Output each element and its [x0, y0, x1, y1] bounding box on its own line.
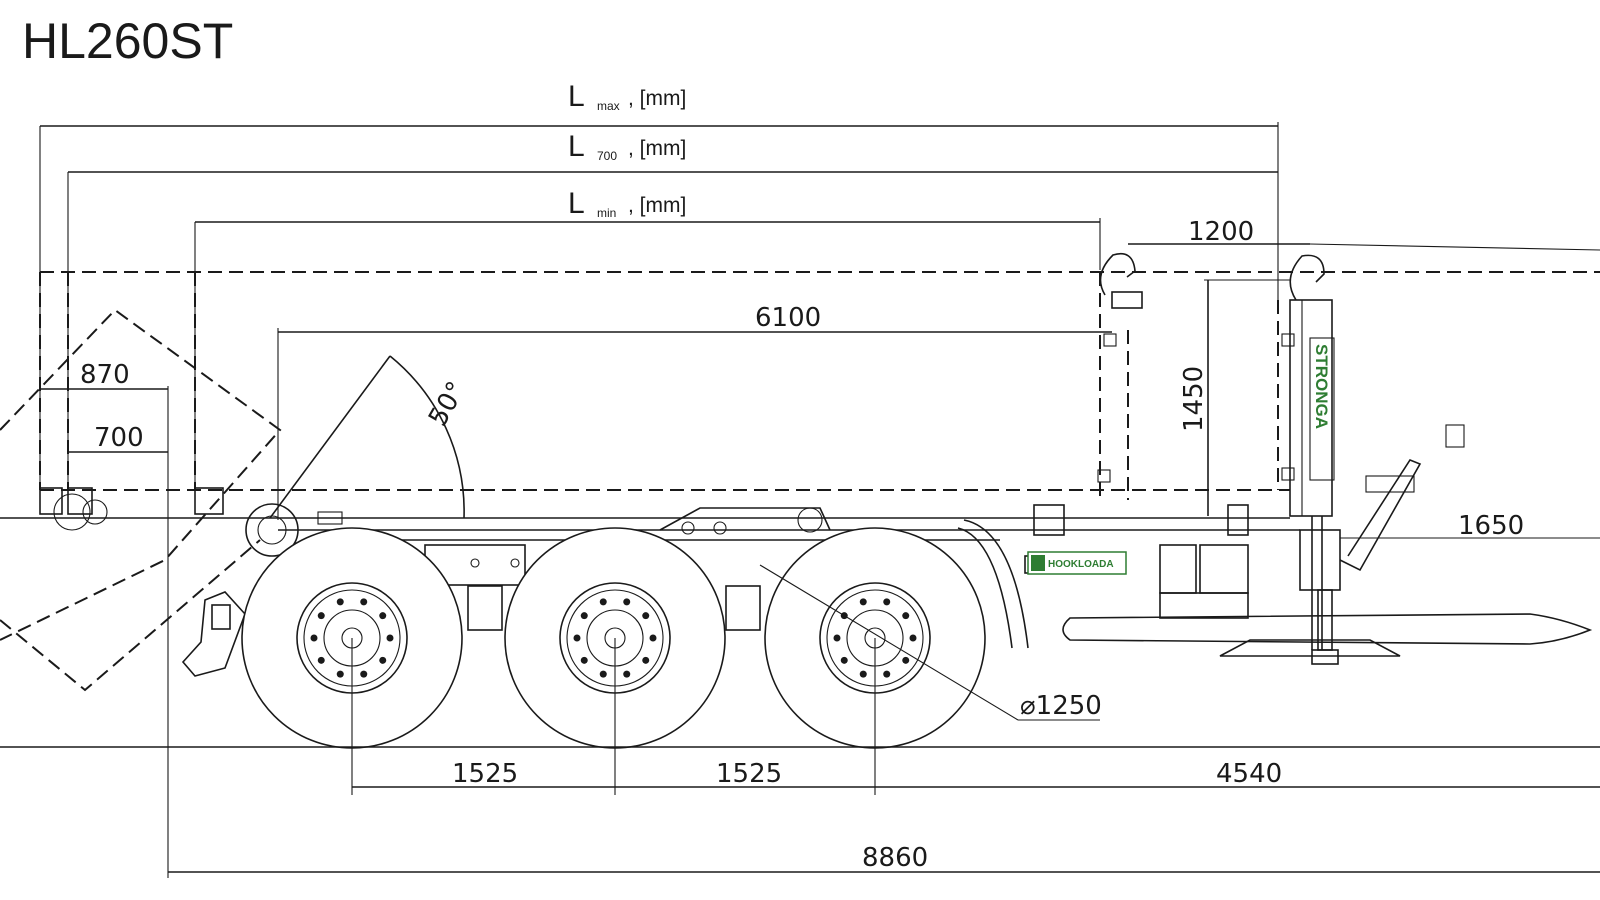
wheel-stud: [379, 656, 387, 664]
dim-1200: 1200: [1188, 217, 1254, 247]
wheel-stud: [642, 612, 650, 620]
wheel-stud: [379, 612, 387, 620]
wheel-stud: [883, 598, 891, 606]
svg-text:, [mm]: , [mm]: [628, 137, 686, 160]
wheel-stud: [360, 598, 368, 606]
dim-870: 870: [80, 360, 130, 390]
wheel-stud: [642, 656, 650, 664]
dim-1450: 1450: [1179, 366, 1209, 432]
wheel-stud: [336, 598, 344, 606]
wheel-stud: [833, 634, 841, 642]
wheel-stud: [599, 598, 607, 606]
angle-50: 50°: [423, 377, 472, 432]
dim-1650-group: 1650: [1340, 511, 1600, 541]
wheel-stud: [580, 612, 588, 620]
wheel-stud: [909, 634, 917, 642]
wheel-stud: [310, 634, 318, 642]
svg-text:700: 700: [597, 149, 617, 163]
dim-700: 700: [94, 423, 144, 453]
svg-text:max: max: [597, 99, 620, 113]
container-outlines: [0, 271, 1600, 692]
hook-mast: STRONGA: [1289, 299, 1335, 650]
wheel-diameter-group: ⌀1250: [759, 564, 1102, 721]
rear-overhang-dims: 870 700: [40, 360, 169, 540]
l-dimension-lines: [39, 122, 1279, 490]
dim-axle-2: 1525: [716, 759, 782, 789]
mast-brand-text: STRONGA: [1312, 344, 1331, 429]
dim-6100: 6100: [755, 303, 821, 333]
wheel-stud: [386, 634, 394, 642]
wheel-stud: [317, 612, 325, 620]
dim-overall-length: 8860: [862, 843, 928, 873]
l-max-label: L max , [mm]: [568, 80, 686, 113]
wheel-stud: [336, 670, 344, 678]
wheel-stud: [580, 656, 588, 664]
svg-text:min: min: [597, 206, 616, 220]
trailer-chassis: [0, 424, 1593, 677]
svg-text:, [mm]: , [mm]: [628, 194, 686, 217]
wheel-stud: [623, 670, 631, 678]
model-title: HL260ST: [22, 13, 233, 69]
dim-wheel-diameter: ⌀1250: [1020, 691, 1102, 721]
dim-1650: 1650: [1458, 511, 1524, 541]
brand-plate: HOOKLOADA: [1027, 551, 1127, 575]
wheel-stud: [317, 656, 325, 664]
wheel-stud: [902, 656, 910, 664]
wheel-stud: [623, 598, 631, 606]
dim-6100-group: 6100: [277, 303, 1112, 520]
hook-sketches: [39, 252, 1325, 531]
dim-1450-group: 1450: [1179, 279, 1290, 516]
wheel-stud: [859, 598, 867, 606]
wheel-stud: [573, 634, 581, 642]
svg-text:L: L: [568, 130, 585, 163]
wheel-stud: [360, 670, 368, 678]
wheel-studs: [310, 598, 917, 678]
wheel-stud: [859, 670, 867, 678]
wheel-stud: [840, 656, 848, 664]
tipping-angle-group: 50°: [269, 355, 472, 519]
wheel-stud: [649, 634, 657, 642]
svg-text:L: L: [568, 80, 585, 113]
wheel-stud: [883, 670, 891, 678]
dim-1200-group: 1200: [1128, 217, 1600, 251]
wheel-stud: [902, 612, 910, 620]
dim-axle-1: 1525: [452, 759, 518, 789]
svg-text:L: L: [568, 187, 585, 220]
dim-4540: 4540: [1216, 759, 1282, 789]
wheel-stud: [599, 670, 607, 678]
svg-text:HOOKLOADA: HOOKLOADA: [1048, 559, 1114, 570]
l-700-label: L 700 , [mm]: [568, 130, 686, 163]
svg-text:, [mm]: , [mm]: [628, 87, 686, 110]
ground-and-bottom-dims: 1525 1525 4540 8860: [0, 540, 1600, 878]
l-min-label: L min , [mm]: [568, 187, 686, 220]
